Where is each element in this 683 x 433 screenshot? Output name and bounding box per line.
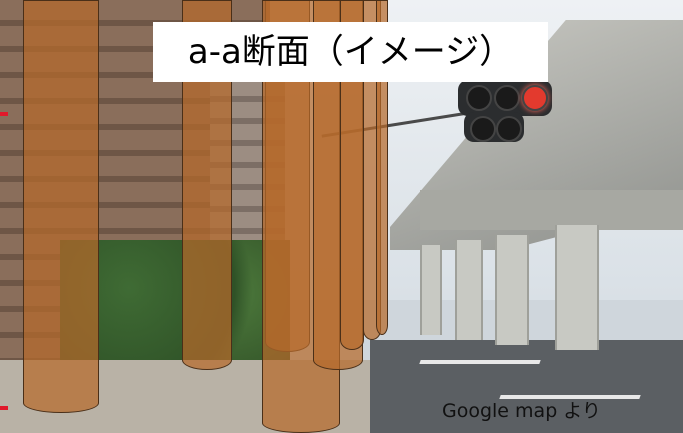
highway-pier xyxy=(555,225,599,350)
signal-lamp xyxy=(466,85,492,111)
lane-marking xyxy=(419,360,541,364)
signal-lamp xyxy=(494,85,520,111)
highway-pier xyxy=(420,245,442,335)
pile-column xyxy=(23,0,99,413)
edge-marker xyxy=(0,406,8,410)
source-credit: Google map より xyxy=(442,400,601,422)
highway-pier xyxy=(495,235,529,345)
signal-arrow-lamp xyxy=(496,116,522,142)
road xyxy=(370,340,683,433)
traffic-light-icon xyxy=(458,80,552,142)
edge-marker xyxy=(0,112,8,116)
title-box: a-a断面（イメージ） xyxy=(153,22,548,82)
signal-arrow-lamp xyxy=(470,116,496,142)
signal-lamp-red xyxy=(522,85,548,111)
image-title: a-a断面（イメージ） xyxy=(187,32,514,72)
highway-deck xyxy=(420,190,683,230)
highway-pier xyxy=(455,240,483,340)
pile-column xyxy=(376,0,388,335)
